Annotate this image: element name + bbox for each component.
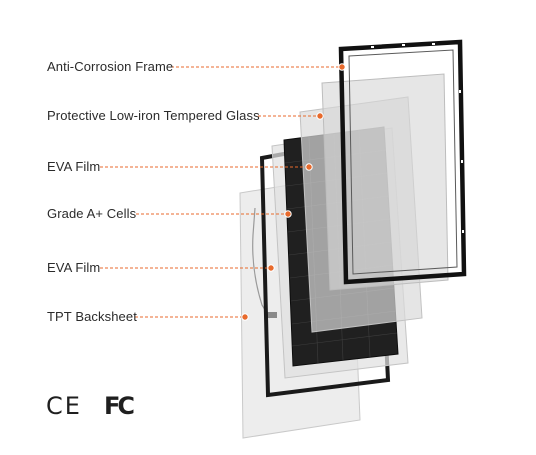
leader-dot-backsheet bbox=[241, 313, 249, 321]
leader-lines bbox=[100, 66, 340, 318]
fcc-mark-icon: FC bbox=[104, 392, 135, 420]
label-tpt-backsheet: TPT Backsheet bbox=[47, 309, 137, 324]
label-grade-a-cells: Grade A+ Cells bbox=[47, 206, 137, 221]
junction-cable bbox=[252, 207, 271, 319]
label-eva-film-front: EVA Film bbox=[47, 159, 101, 174]
frame-mount-holes bbox=[371, 43, 464, 233]
leader-dots bbox=[241, 63, 346, 321]
leader-dot-cells bbox=[284, 210, 292, 218]
leader-dot-glass bbox=[316, 112, 324, 120]
leader-dot-eva-front bbox=[305, 163, 313, 171]
label-anti-corrosion-frame: Anti-Corrosion Frame bbox=[47, 59, 174, 74]
leader-dot-eva-back bbox=[267, 264, 275, 272]
tempered-glass-layer bbox=[321, 73, 449, 291]
label-eva-film-back: EVA Film bbox=[47, 260, 101, 275]
ce-mark-icon: CE bbox=[46, 392, 82, 420]
leader-dot-frame bbox=[338, 63, 346, 71]
label-tempered-glass: Protective Low-iron Tempered Glass bbox=[47, 108, 260, 123]
anti-corrosion-frame-layer bbox=[338, 39, 467, 285]
frame-inner-lip bbox=[348, 49, 458, 275]
junction-box bbox=[265, 312, 277, 318]
